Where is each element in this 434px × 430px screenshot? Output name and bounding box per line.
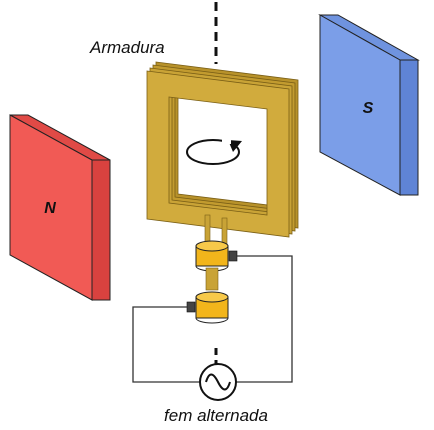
external-circuit [132, 255, 293, 383]
north-pole-label: N [44, 200, 56, 217]
wire-left [132, 306, 200, 383]
ac-source [199, 363, 237, 401]
wire-right [236, 255, 293, 383]
north-magnet-side [91, 159, 111, 301]
brush-lower [186, 301, 196, 313]
north-magnet: N [9, 114, 111, 301]
coil-lead-right [221, 217, 228, 246]
brush-upper [228, 250, 238, 262]
shaft-segment [205, 267, 219, 291]
south-magnet-front [319, 14, 401, 196]
coil-winding-front [146, 70, 290, 238]
ac-source-label: fem alternada [164, 406, 268, 425]
rotation-arrow-icon [186, 136, 242, 165]
slip-ring-lower [186, 291, 229, 324]
south-magnet-side [399, 59, 419, 196]
coil-lead-left [204, 214, 211, 246]
slip-ring-upper [195, 240, 238, 272]
sine-wave-icon [205, 373, 231, 391]
south-magnet: S [318, 14, 420, 196]
armature-coil [146, 61, 299, 246]
south-pole-label: S [363, 100, 374, 117]
armature-label: Armadura [89, 38, 165, 57]
